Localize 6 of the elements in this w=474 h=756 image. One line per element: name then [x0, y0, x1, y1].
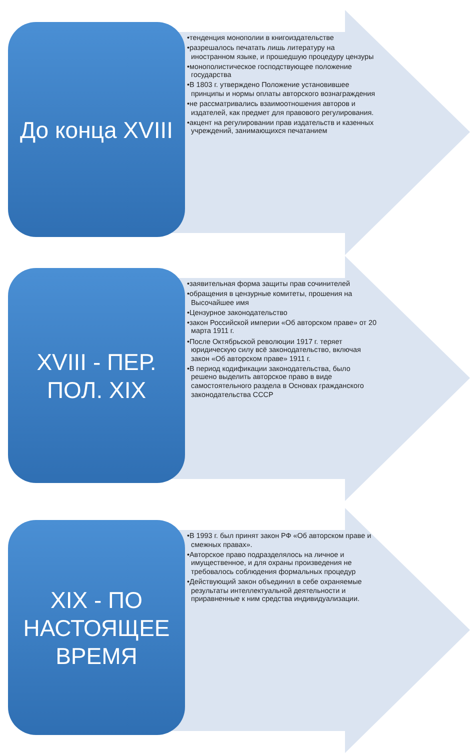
period-title: До конца XVIII — [18, 116, 174, 144]
period-box — [8, 520, 185, 735]
period-title: XIX - ПО НАСТОЯЩЕЕ ВРЕМЯ — [22, 586, 171, 670]
period-box — [8, 22, 185, 237]
period-title: XVIII - ПЕР. ПОЛ. XIX — [36, 348, 158, 404]
period-box — [8, 268, 185, 483]
